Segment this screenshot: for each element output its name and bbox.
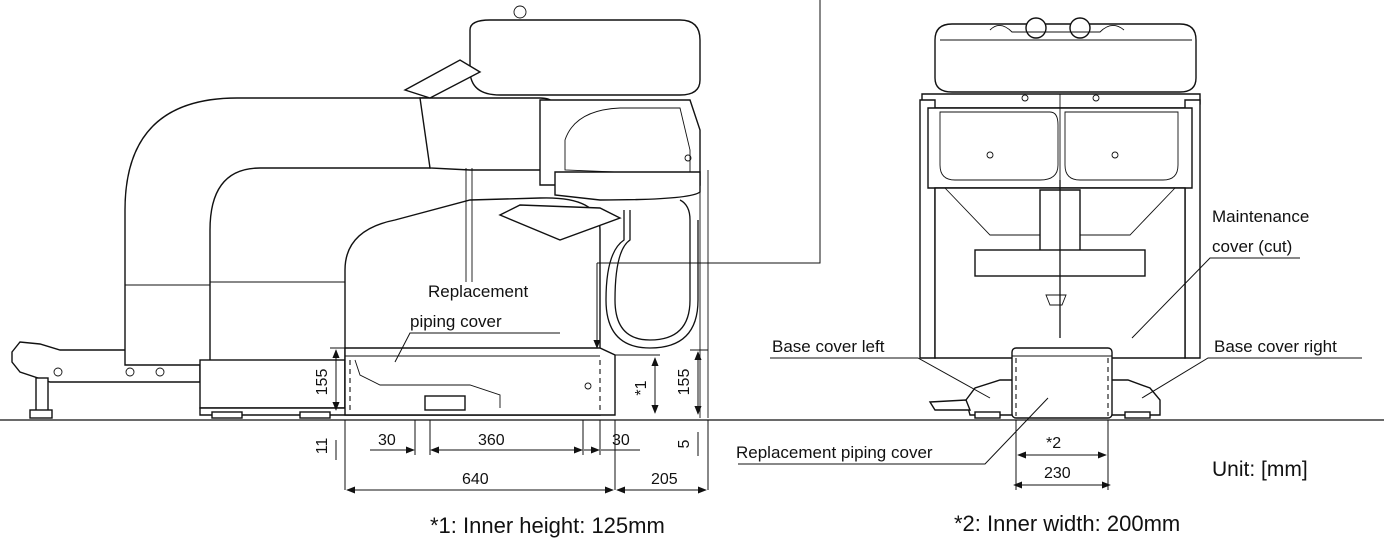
basin [934,17,1197,93]
head-rest [403,5,701,241]
dim-230: 230 [1044,465,1071,482]
piping-cover-front [1011,347,1113,419]
dim-star2: *2 [1046,435,1061,452]
dim-star1: *1 [633,380,650,395]
dim-205: 205 [651,471,678,488]
label-base-cover-left: Base cover left [772,337,885,356]
label-replacement-piping-cover-side-1: Replacement [428,282,528,301]
base-covers [928,379,1161,419]
dim-30-right: 30 [612,432,630,449]
front-view: Maintenance cover (cut) Base cover left … [736,17,1362,536]
note-inner-width: *2: Inner width: 200mm [954,511,1180,536]
dim-30-left: 30 [378,432,396,449]
label-replacement-piping-cover-front: Replacement piping cover [736,443,933,462]
side-view: Replacement piping cover 155 11 30 360 3… [11,0,821,538]
base-side [199,347,616,419]
label-maintenance-cover-1: Maintenance [1212,207,1309,226]
side-dimensions: 155 11 30 360 30 640 205 *1 [314,347,709,494]
unit-label: Unit: [mm] [1212,458,1308,481]
label-base-cover-right: Base cover right [1214,337,1337,356]
dim-155-left: 155 [314,369,331,396]
dim-360: 360 [478,432,505,449]
label-replacement-piping-cover-side-2: piping cover [410,312,502,331]
middle-body [934,180,1186,359]
dim-11: 11 [314,438,331,455]
arm-frame [124,97,431,409]
note-inner-height: *1: Inner height: 125mm [430,513,665,538]
dim-155-right: 155 [676,369,693,396]
dim-640: 640 [462,471,489,488]
dim-5: 5 [676,439,693,448]
upper-shell [919,93,1201,359]
front-dimensions: *2 230 [1013,420,1111,490]
hose [605,199,699,349]
label-maintenance-cover-2: cover (cut) [1212,237,1292,256]
